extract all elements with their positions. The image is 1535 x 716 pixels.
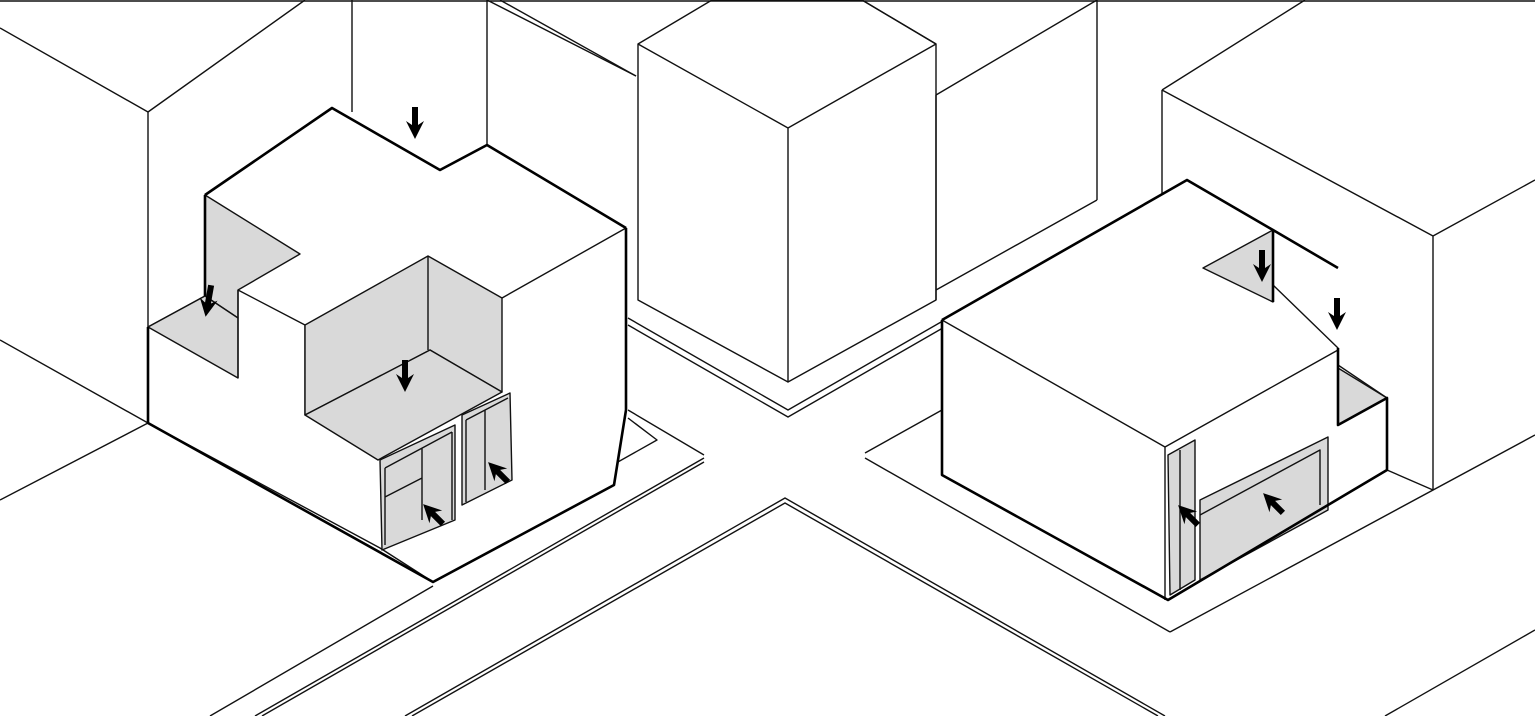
arrow-down-icon bbox=[406, 107, 424, 139]
bg-building-left bbox=[0, 0, 306, 423]
arrow-up-left-icon bbox=[488, 462, 511, 485]
arrow-up-left-icon bbox=[423, 504, 446, 527]
right-opening-main bbox=[1199, 436, 1329, 581]
street-curb-v bbox=[404, 497, 1166, 716]
sidewalk-right-3 bbox=[1169, 434, 1535, 633]
left-building-outline bbox=[146, 106, 628, 584]
background-buildings bbox=[0, 0, 1535, 491]
bg-building-mid-right bbox=[861, 0, 1098, 300]
arrow-down-icon bbox=[1328, 298, 1346, 330]
right-opening-slot bbox=[1167, 439, 1196, 596]
lot-left-line bbox=[0, 339, 149, 424]
right-building bbox=[940, 178, 1389, 602]
street-curb-v-inner bbox=[411, 502, 1159, 716]
left-building bbox=[146, 106, 628, 584]
arrow-down-icon bbox=[396, 360, 414, 392]
street-edge-left-lower bbox=[209, 585, 434, 716]
right-building-outline bbox=[940, 178, 1389, 602]
bg-building-mid-left bbox=[499, 0, 637, 77]
bg-building-right bbox=[1161, 0, 1535, 491]
left-courtyard-floor bbox=[304, 349, 503, 461]
sidewalk-right bbox=[864, 409, 943, 454]
arrows bbox=[199, 107, 1346, 528]
sidewalk-right-2 bbox=[864, 457, 1171, 633]
street-edge-left bbox=[0, 422, 149, 501]
bg-tower-center bbox=[637, 0, 937, 383]
bg-building-tower-left bbox=[351, 0, 637, 145]
street-edge-mid bbox=[254, 457, 705, 716]
arrow-down-icon bbox=[199, 284, 218, 317]
sidewalk-right-4 bbox=[1384, 629, 1535, 716]
arrow-down-icon bbox=[1253, 250, 1271, 282]
street-edge-mid-inner bbox=[261, 461, 705, 716]
